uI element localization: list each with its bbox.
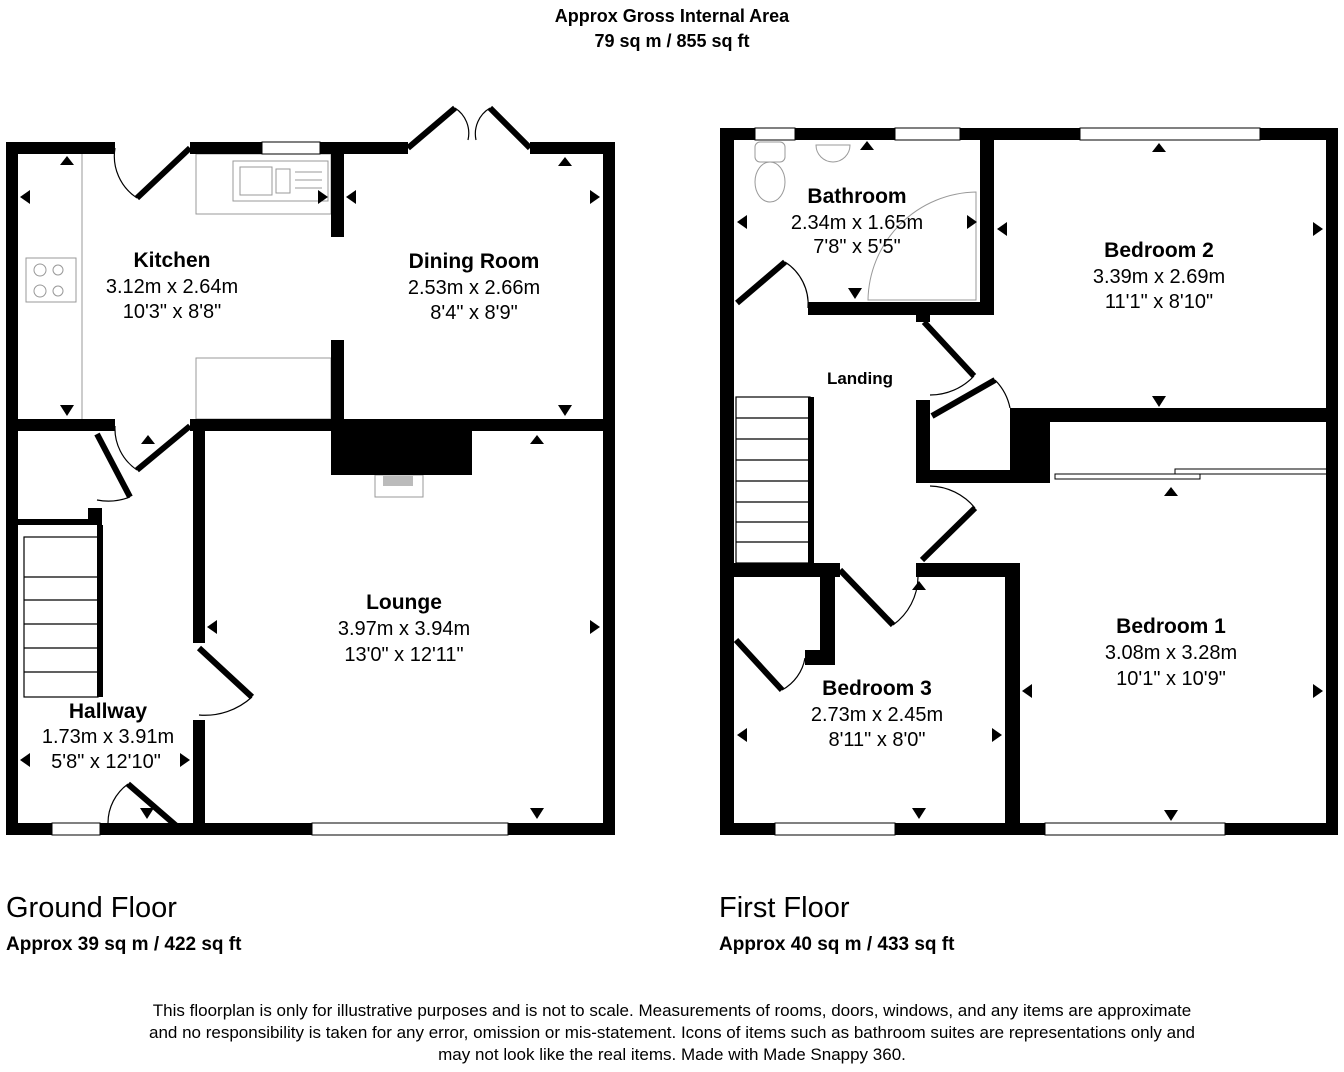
ground-floor-area: Approx 39 sq m / 422 sq ft [6, 934, 242, 955]
ground-floor-label: Ground Floor [6, 892, 177, 924]
room-size-imperial-bedroom-1: 10'1" x 10'9" [1116, 668, 1226, 690]
room-size-metric-bedroom-2: 3.39m x 2.69m [1093, 266, 1225, 288]
first-floor-area: Approx 40 sq m / 433 sq ft [719, 934, 955, 955]
ground-stairs [23, 536, 99, 698]
room-name-kitchen: Kitchen [133, 249, 210, 272]
basin-icon [815, 144, 851, 163]
kitchen-worktop [195, 153, 332, 215]
room-size-imperial-kitchen: 10'3" x 8'8" [123, 301, 222, 323]
first-doors [733, 259, 1011, 693]
window [311, 822, 509, 836]
ground-walls [6, 142, 615, 835]
window [774, 822, 896, 836]
window [1079, 127, 1261, 141]
room-name-dining: Dining Room [409, 250, 540, 273]
window [51, 822, 101, 836]
room-size-metric-bathroom: 2.34m x 1.65m [791, 212, 923, 234]
window [1044, 822, 1226, 836]
disclaimer-line: may not look like the real items. Made w… [438, 1045, 906, 1064]
room-size-metric-dining: 2.53m x 2.66m [408, 277, 540, 299]
room-size-imperial-bedroom-2: 11'1" x 8'10" [1105, 291, 1213, 313]
room-size-metric-kitchen: 3.12m x 2.64m [106, 276, 238, 298]
hob-icon [25, 257, 77, 303]
ground-dimension-arrows [20, 156, 600, 819]
room-size-metric-bedroom-1: 3.08m x 3.28m [1105, 642, 1237, 664]
first-floor-plan: Bathroom 2.34m x 1.65m 7'8" x 5'5" Bedro… [720, 127, 1338, 836]
window [894, 127, 961, 141]
room-name-landing: Landing [827, 369, 893, 388]
room-size-imperial-bedroom-3: 8'11" x 8'0" [828, 729, 925, 751]
ground-floor-plan: Kitchen 3.12m x 2.64m 10'3" x 8'8" Dinin… [6, 105, 615, 836]
room-size-imperial-hallway: 5'8" x 12'10" [51, 751, 161, 773]
room-name-bathroom: Bathroom [807, 185, 906, 208]
gross-area-title: Approx Gross Internal Area [554, 6, 790, 26]
toilet-icon [754, 141, 786, 163]
room-name-bedroom-3: Bedroom 3 [822, 677, 932, 700]
room-size-imperial-dining: 8'4" x 8'9" [430, 302, 517, 324]
shower-tray-icon [867, 191, 977, 301]
first-dimension-arrows [737, 141, 1323, 821]
sink-icon [232, 160, 329, 202]
room-size-imperial-bathroom: 7'8" x 5'5" [813, 236, 900, 258]
room-name-lounge: Lounge [366, 591, 442, 614]
wardrobe-door [1054, 473, 1201, 480]
gross-area-value: 79 sq m / 855 sq ft [594, 31, 750, 51]
ground-doors [94, 105, 533, 832]
room-name-bedroom-1: Bedroom 1 [1116, 615, 1226, 638]
wardrobe-door [1174, 468, 1331, 475]
disclaimer: This floorplan is only for illustrative … [0, 1000, 1344, 1066]
room-name-hallway: Hallway [69, 700, 148, 723]
disclaimer-line: and no responsibility is taken for any e… [149, 1023, 1195, 1042]
floorplan-drawing: Kitchen 3.12m x 2.64m 10'3" x 8'8" Dinin… [6, 105, 1338, 836]
room-size-metric-hallway: 1.73m x 3.91m [42, 726, 174, 748]
first-walls [720, 128, 1338, 835]
window [754, 127, 796, 141]
window [261, 141, 321, 155]
room-size-metric-bedroom-3: 2.73m x 2.45m [811, 704, 943, 726]
disclaimer-line: This floorplan is only for illustrative … [152, 1001, 1192, 1020]
kitchen-counter [195, 357, 332, 420]
room-size-metric-lounge: 3.97m x 3.94m [338, 618, 470, 640]
room-size-imperial-lounge: 13'0" x 12'11" [344, 644, 463, 666]
room-name-bedroom-2: Bedroom 2 [1104, 239, 1214, 262]
first-floor-label: First Floor [719, 892, 850, 924]
first-stairs [735, 396, 811, 564]
